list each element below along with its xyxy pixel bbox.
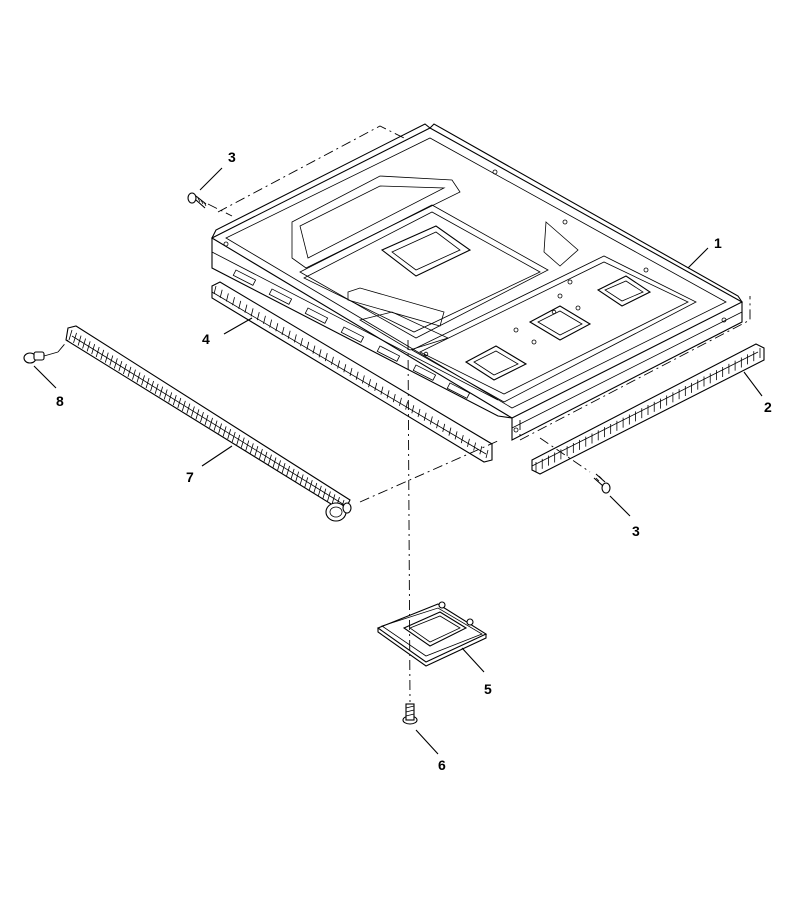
svg-text:1: 1 (714, 235, 722, 251)
svg-text:7: 7 (186, 469, 194, 485)
callout-6: 6 (415, 729, 446, 773)
svg-text:8: 8 (56, 393, 64, 409)
screw-3-top-icon (187, 192, 207, 209)
svg-text:2: 2 (764, 399, 772, 415)
callout-2: 2 (743, 371, 772, 415)
callout-5: 5 (461, 647, 492, 697)
callout-3-top: 3 (199, 149, 236, 191)
svg-text:4: 4 (202, 331, 210, 347)
knob-icon (325, 502, 352, 522)
callout-8: 8 (33, 365, 64, 409)
seal-strip-right (531, 343, 765, 475)
callout-1: 1 (687, 235, 722, 269)
seal-strip-left (211, 281, 493, 463)
callout-4: 4 (202, 317, 253, 347)
callout-7: 7 (186, 445, 233, 485)
screw-6-icon (402, 703, 418, 725)
main-panel (210, 123, 744, 441)
rack-strip (65, 325, 352, 522)
screw-8-icon (23, 351, 59, 364)
assembly-lines (57, 125, 751, 703)
callouts: 1 2 3 3 4 5 6 7 (33, 149, 772, 773)
svg-text:5: 5 (484, 681, 492, 697)
svg-text:3: 3 (632, 523, 640, 539)
svg-text:6: 6 (438, 757, 446, 773)
screw-3-bottom-icon (593, 473, 611, 494)
trim-plate (376, 601, 488, 667)
callout-3-bottom: 3 (609, 495, 640, 539)
svg-text:3: 3 (228, 149, 236, 165)
